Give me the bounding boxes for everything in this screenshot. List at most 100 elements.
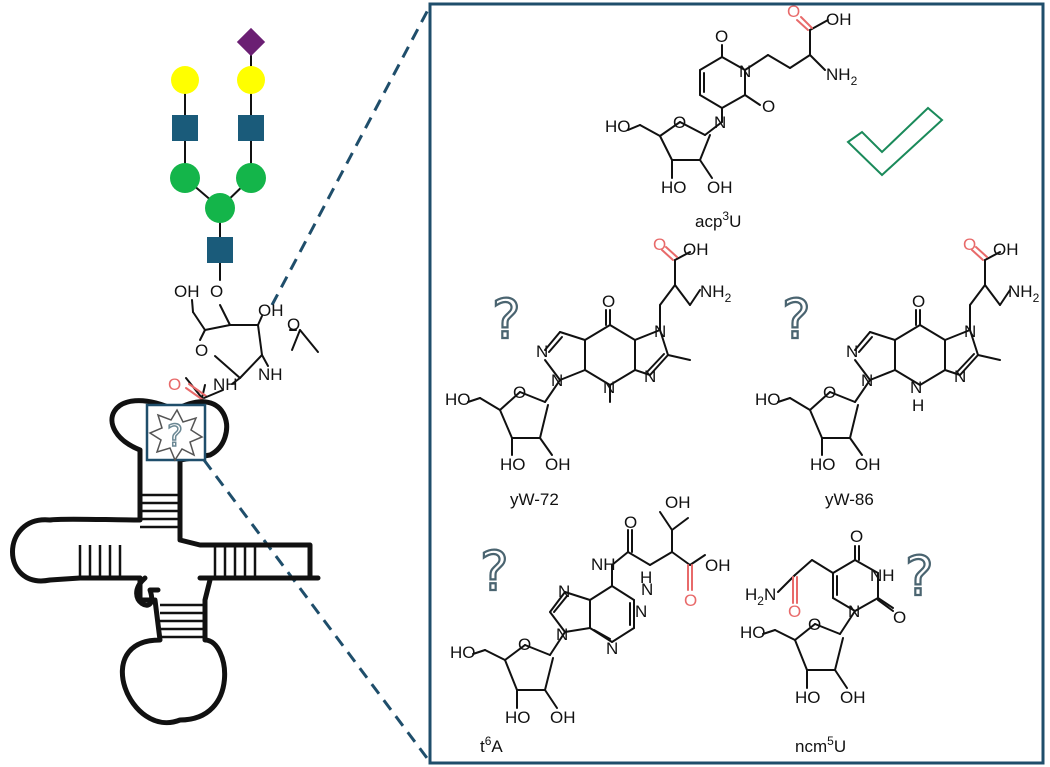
- t6a-atom-n7: N: [558, 582, 570, 601]
- t6a-atom-o-carbonyl: O: [684, 591, 697, 610]
- ncm5u-question-mark-icon: ?: [905, 545, 934, 608]
- glycan-tree: [170, 27, 266, 281]
- acp3u-atom-oh-acid: OH: [826, 10, 852, 29]
- acp3u-atom-ho-3: HO: [661, 178, 687, 197]
- question-mark-icon: ?: [167, 419, 183, 454]
- yw72-atom-oh-acid: OH: [683, 240, 709, 259]
- yw86-atom-ho-5: HO: [755, 390, 781, 409]
- ncm5u-atom-ribose-o: O: [808, 615, 821, 634]
- candidate-yw86: O N N N H N N O OH NH2 O HO HO OH yW-86 …: [755, 235, 1040, 509]
- dashed-connector-bottom: [202, 459, 432, 763]
- yw86-atom-n-h: N: [910, 378, 922, 397]
- galactose-right: [237, 66, 265, 94]
- yw86-atom-ho-3: HO: [810, 455, 836, 474]
- yw72-atom-ribose-o: O: [513, 383, 526, 402]
- glcnac-oh-left: OH: [174, 282, 200, 301]
- t6a-label: t6A: [480, 734, 503, 756]
- acp3u-atom-nh2: NH2: [826, 65, 858, 88]
- yw72-atom-nh2: NH2: [700, 282, 732, 305]
- t6a-atom-ribose-o: O: [518, 635, 531, 654]
- yw72-label: yW-72: [510, 490, 559, 509]
- mannose-right: [236, 163, 266, 193]
- t6a-atom-oh-2: OH: [550, 708, 576, 727]
- t6a-atom-n9: N: [556, 625, 568, 644]
- glcnac-right: [238, 115, 264, 141]
- yw72-atom-n-methyl: N: [603, 378, 615, 397]
- acp3u-label: acp3U: [695, 209, 741, 231]
- glcnac-oh-right: OH: [258, 301, 284, 320]
- t6a-atom-oh-acid: OH: [705, 556, 731, 575]
- acp3u-atom-ho-5: HO: [605, 117, 631, 136]
- check-icon: [846, 106, 944, 177]
- ncm5u-atom-o2: O: [893, 608, 906, 627]
- glcnac-left: [172, 115, 198, 141]
- acp3u-atom-n3: N: [739, 62, 751, 81]
- yw72-atom-ho-5: HO: [445, 390, 471, 409]
- glcnac-o-acetyl: O: [287, 315, 300, 334]
- yw86-atom-o: O: [912, 292, 925, 311]
- t6a-atom-n3: N: [606, 639, 618, 658]
- t6a-atom-nh6: NH: [591, 555, 616, 574]
- yw86-label: yW-86: [825, 490, 874, 509]
- yw86-atom-oh-acid: OH: [993, 240, 1019, 259]
- yw72-atom-n9: N: [551, 371, 563, 390]
- t6a-atom-oh-thr: OH: [665, 493, 691, 512]
- yw86-atom-ribose-o: O: [823, 383, 836, 402]
- glcnac-nh-amide: NH: [213, 375, 238, 394]
- ncm5u-atom-n1: N: [848, 602, 860, 621]
- yw72-atom-ho-3: HO: [500, 455, 526, 474]
- t6a-atom-n-thr: N: [641, 580, 653, 599]
- glcnac-core: [207, 237, 233, 263]
- mannose-core: [205, 193, 235, 223]
- t6a-atom-o-urea: O: [624, 513, 637, 532]
- yw72-atom-n-ring2: N: [644, 367, 656, 386]
- yw86-atom-o-carbonyl: O: [963, 235, 976, 254]
- acp3u-atom-n1: N: [714, 113, 726, 132]
- acp3u-atom-o2: O: [762, 97, 775, 116]
- yw86-atom-h: H: [912, 396, 924, 415]
- ncm5u-atom-o-amide: O: [788, 602, 801, 621]
- t6a-atom-ho-5: HO: [450, 643, 476, 662]
- t6a-question-mark-icon: ?: [480, 540, 509, 603]
- zoom-connectors: [202, 5, 432, 763]
- glcnac-ring-structure: O OH OH O NH O NH O: [168, 282, 319, 401]
- yw86-atom-n-ring2: N: [954, 367, 966, 386]
- t6a-atom-nh-thr: H: [640, 568, 652, 587]
- glcnac-o-carbonyl: O: [168, 375, 181, 394]
- yw86-question-mark-icon: ?: [782, 288, 811, 351]
- glcnac-o-link: O: [210, 282, 223, 301]
- yw86-atom-n-ring: N: [964, 322, 976, 341]
- glcnac-ring-o: O: [195, 341, 208, 360]
- ncm5u-label: ncm5U: [795, 734, 846, 756]
- star-icon: [148, 408, 204, 462]
- yw72-question-mark-icon: ?: [492, 288, 521, 351]
- yw72-atom-o: O: [602, 292, 615, 311]
- ncm5u-atom-oh-2: OH: [840, 688, 866, 707]
- yw86-atom-n9: N: [861, 371, 873, 390]
- acp3u-atom-o-carbonyl: O: [787, 2, 800, 21]
- ncm5u-atom-nh3: NH: [870, 566, 895, 585]
- yw86-atom-n7: N: [846, 342, 858, 361]
- ncm5u-atom-ho-3: HO: [795, 688, 821, 707]
- yw72-atom-n-ring: N: [654, 322, 666, 341]
- yw72-atom-oh-2: OH: [545, 455, 571, 474]
- sialic-acid-diamond: [236, 27, 266, 57]
- t6a-atom-n1: N: [635, 602, 647, 621]
- yw72-atom-o-carbonyl: O: [653, 235, 666, 254]
- dashed-connector-top: [270, 5, 432, 306]
- acp3u-atom-o-top: O: [715, 27, 728, 46]
- acp3u-atom-oh-2: OH: [707, 178, 733, 197]
- acp3u-atom-ribose-o: O: [673, 113, 686, 132]
- galactose-left: [171, 66, 199, 94]
- candidate-t6a: O NH H N OH OH O N N N N O HO HO OH t6A …: [450, 493, 731, 756]
- yw72-atom-n7: N: [536, 342, 548, 361]
- candidate-acp3u: O N N O O OH NH2 O HO HO OH acp3U: [605, 2, 944, 231]
- candidate-ncm5u: O NH O N H2N O O HO HO OH ncm5U ?: [740, 527, 935, 756]
- ncm5u-atom-ho-5: HO: [740, 623, 766, 642]
- glcnac-nh-acetyl: NH: [258, 365, 283, 384]
- t6a-atom-ho-3: HO: [505, 708, 531, 727]
- mannose-left: [170, 163, 200, 193]
- candidate-yw72: O N N N N N O OH NH2 O HO HO OH yW-72 ?: [445, 235, 732, 509]
- ncm5u-atom-h2n: H2N: [745, 585, 776, 608]
